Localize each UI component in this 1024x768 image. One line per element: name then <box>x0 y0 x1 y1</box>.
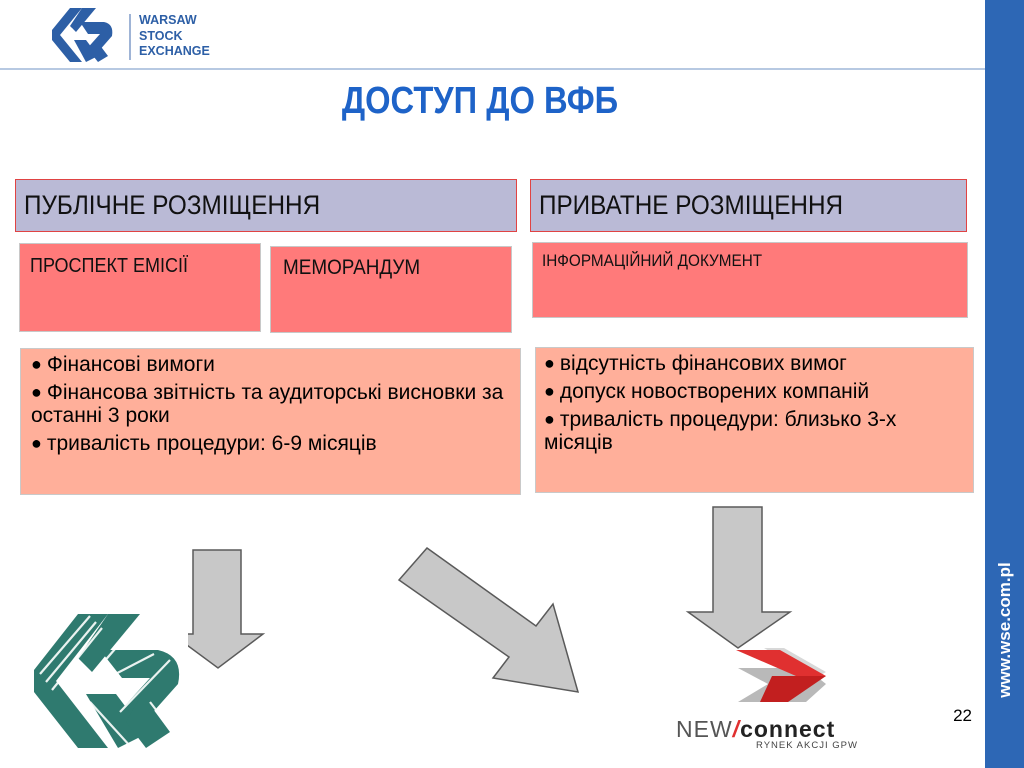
newconnect-new: NEW <box>676 716 733 742</box>
public-placement-header: ПУБЛІЧНЕ РОЗМІЩЕННЯ <box>15 179 517 232</box>
private-placement-header: ПРИВАТНЕ РОЗМІЩЕННЯ <box>530 179 967 232</box>
private-placement-header-text: ПРИВАТНЕ РОЗМІЩЕННЯ <box>539 190 844 220</box>
wse-logo-icon <box>52 8 113 62</box>
list-item: ●Фінансова звітність та аудиторські висн… <box>31 381 504 427</box>
private-requirements-list: ●відсутність фінансових вимог ●допуск но… <box>535 347 974 493</box>
list-item: ●Фінансові вимоги <box>31 353 215 376</box>
list-item: ●допуск новостворених компаній <box>544 380 870 403</box>
bullet-icon: ● <box>544 353 555 373</box>
bullet-icon: ● <box>544 381 555 401</box>
page-number: 22 <box>953 706 972 725</box>
newconnect-wordmark: NEW/connect <box>676 716 836 742</box>
bullet-icon: ● <box>31 433 42 453</box>
logo-line-3: EXCHANGE <box>139 44 210 58</box>
bullet-icon: ● <box>31 382 42 402</box>
newconnect-logo: NEW/connect RYNEK AKCJI GPW <box>676 640 896 752</box>
wse-big-logo-icon <box>30 612 188 750</box>
newconnect-connect: connect <box>740 716 836 742</box>
public-placement-header-text: ПУБЛІЧНЕ РОЗМІЩЕННЯ <box>24 190 321 220</box>
slide-title: ДОСТУП ДО ВФБ <box>341 80 619 122</box>
logo-line-2: STOCK <box>139 28 183 43</box>
logo-line-1: WARSAW <box>139 13 197 27</box>
memorandum-label: МЕМОРАНДУМ <box>283 256 421 279</box>
information-document-box: ІНФОРМАЦІЙНИЙ ДОКУМЕНТ <box>532 242 968 318</box>
logo-divider <box>129 14 131 60</box>
newconnect-tagline: RYNEK AKCJI GPW <box>756 740 858 751</box>
memorandum-box: МЕМОРАНДУМ <box>270 246 512 333</box>
bullet-icon: ● <box>31 354 42 374</box>
prospectus-box: ПРОСПЕКТ ЕМІСІЇ <box>19 243 261 332</box>
list-item: ●відсутність фінансових вимог <box>544 352 847 375</box>
prospectus-label: ПРОСПЕКТ ЕМІСІЇ <box>30 255 188 277</box>
list-item: ●тривалість процедури: близько 3-х місяц… <box>544 408 897 454</box>
arrow-down-right-icon <box>685 506 793 649</box>
right-sidebar <box>985 0 1024 768</box>
public-requirements-list: ●Фінансові вимоги ●Фінансова звітність т… <box>20 348 521 495</box>
header-divider <box>0 68 985 70</box>
bullet-icon: ● <box>544 409 555 429</box>
newconnect-chevron-icon <box>736 648 826 702</box>
arrow-down-left-icon <box>169 549 266 669</box>
list-item: ●тривалість процедури: 6-9 місяців <box>31 432 377 455</box>
information-document-label: ІНФОРМАЦІЙНИЙ ДОКУМЕНТ <box>542 251 763 270</box>
header-bar <box>0 0 985 70</box>
arrow-diagonal-icon <box>397 546 580 693</box>
wse-logo-text: WARSAW STOCK EXCHANGE <box>139 13 259 60</box>
